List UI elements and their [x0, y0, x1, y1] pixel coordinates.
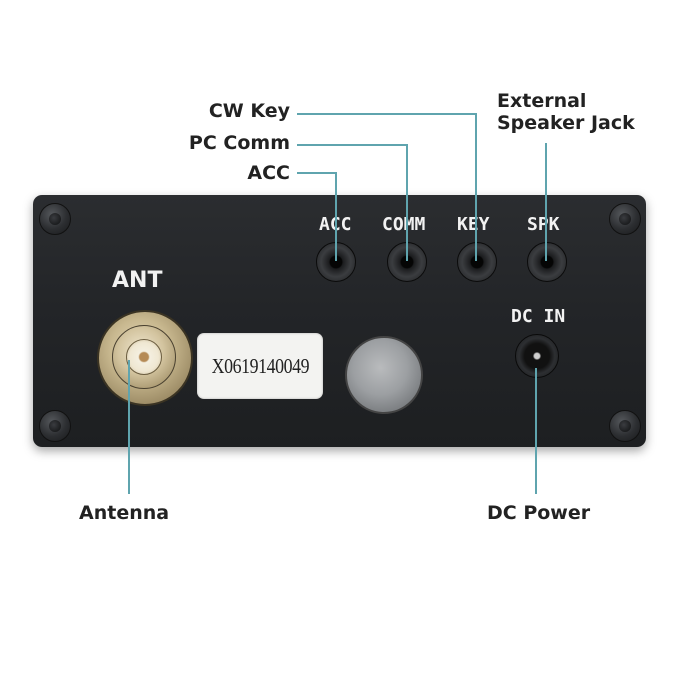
port-label-key: KEY	[457, 214, 490, 235]
leader-antenna-vertical	[128, 360, 130, 494]
serial-number-sticker: X0619140049	[197, 333, 323, 399]
screw-top-left-icon	[39, 203, 71, 235]
leader-dc-power-vertical	[535, 368, 537, 494]
port-label-spk: SPK	[527, 214, 560, 235]
serial-number: X0619140049	[211, 353, 309, 378]
callout-external-speaker-jack: External Speaker Jack	[497, 90, 635, 134]
screw-bottom-left-icon	[39, 410, 71, 442]
leader-pc-comm-vertical	[406, 144, 408, 261]
control-knob	[345, 336, 423, 414]
spk-jack	[527, 242, 567, 282]
dc-in-jack	[515, 334, 559, 378]
bnc-connector-pin	[126, 339, 162, 375]
callout-external-speaker-line1: External	[497, 90, 587, 112]
leader-acc-horizontal	[297, 172, 337, 174]
callout-pc-comm: PC Comm	[188, 132, 290, 154]
callout-cw-key: CW Key	[208, 100, 290, 122]
port-label-ant: ANT	[112, 268, 163, 293]
port-label-comm: COMM	[382, 214, 426, 235]
leader-acc-vertical	[335, 172, 337, 261]
bnc-connector-body	[112, 325, 176, 389]
callout-dc-power: DC Power	[487, 502, 591, 524]
port-label-dc-in: DC IN	[511, 306, 566, 327]
leader-speaker-vertical	[545, 143, 547, 261]
callout-acc: ACC	[247, 162, 290, 184]
screw-top-right-icon	[609, 203, 641, 235]
callout-external-speaker-line2: Speaker Jack	[497, 112, 635, 134]
screw-bottom-right-icon	[609, 410, 641, 442]
key-jack	[457, 242, 497, 282]
callout-antenna: Antenna	[79, 502, 170, 524]
leader-cw-key-horizontal	[297, 113, 476, 115]
leader-cw-key-vertical	[475, 113, 477, 261]
leader-pc-comm-horizontal	[297, 144, 407, 146]
